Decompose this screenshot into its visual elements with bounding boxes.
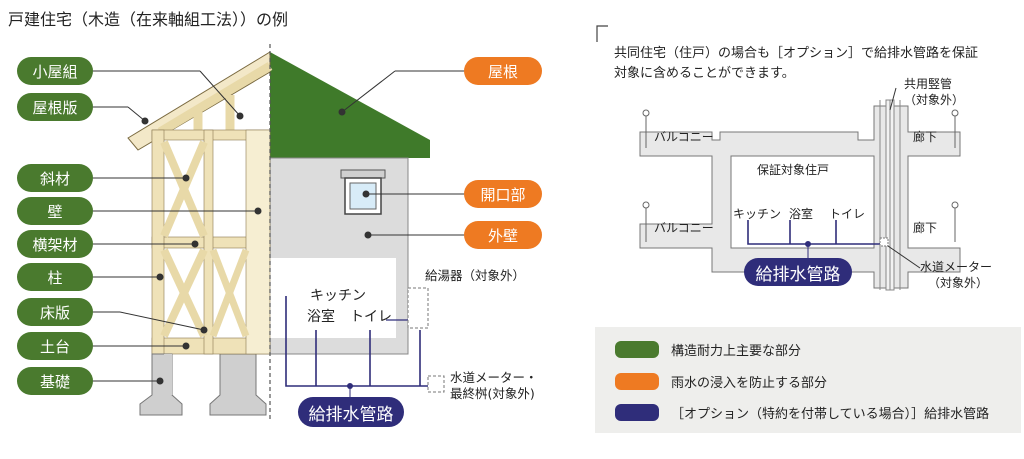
plan-kitchen: キッチン: [733, 207, 782, 221]
room-kitchen: キッチン: [310, 288, 366, 304]
legend: 構造耐力上主要な部分 雨水の浸入を防止する部分 ［オプション（特約を付帯している…: [595, 327, 1021, 433]
label-exterior-wall: 外壁: [464, 221, 542, 249]
label-brace: 斜材: [17, 164, 93, 192]
label-roof-panel: 屋根版: [17, 93, 93, 121]
unit-label: 保証対象住戸: [757, 163, 830, 177]
corridor-top: 廊下: [913, 130, 938, 144]
footing-right: [209, 353, 267, 416]
label-sill: 土台: [17, 332, 93, 360]
legend-swatch-navy: [615, 404, 659, 421]
pipe-label-house: 給排水管路: [298, 397, 404, 427]
label-wall: 壁: [17, 197, 93, 225]
label-foundation: 基礎: [17, 367, 93, 395]
green-roof: [270, 52, 430, 158]
right-leader-lines: [338, 70, 466, 239]
legend-item-structural: 構造耐力上主要な部分: [615, 340, 801, 359]
legend-swatch-green: [615, 341, 659, 358]
label-beam: 横架材: [17, 230, 93, 258]
legend-text-structural: 構造耐力上主要な部分: [671, 344, 802, 359]
legend-item-pipe: ［オプション（特約を付帯している場合）］給排水管路: [615, 403, 989, 422]
meter2-line2: （対象外）: [928, 276, 989, 290]
apartment-plan: [596, 25, 961, 291]
plan-bath: 浴室: [789, 207, 814, 221]
legend-swatch-orange: [615, 373, 659, 390]
room-toilet: トイレ: [350, 309, 392, 325]
corridor-bottom: 廊下: [913, 221, 938, 235]
house-finished-half: [209, 52, 430, 416]
interior-cutaway: [270, 258, 396, 338]
meter-note-line2: 最終桝(対象外): [450, 386, 535, 401]
right-title-line2: 対象に含めることができます。: [614, 66, 795, 81]
right-title-line1: 共同住宅（住戸）の場合も［オプション］で給排水管路を保証: [614, 46, 979, 61]
meter2-line1: 水道メーター: [920, 260, 993, 274]
shared-pipe-line2: （対象外）: [904, 93, 965, 107]
room-bath: 浴室: [307, 309, 335, 325]
left-leader-lines: [93, 70, 262, 385]
water-heater-note: 給湯器（対象外）: [425, 268, 526, 283]
house-piping: [285, 287, 445, 398]
balcony-top: バルコニー: [654, 130, 714, 144]
wall-panel: [245, 129, 271, 355]
label-opening: 開口部: [464, 180, 542, 208]
legend-item-rain: 雨水の浸入を防止する部分: [615, 372, 827, 391]
legend-text-pipe: ［オプション（特約を付帯している場合）］給排水管路: [671, 407, 990, 422]
label-floor-panel: 床版: [17, 298, 93, 326]
label-roof: 屋根: [464, 57, 542, 85]
plan-toilet: トイレ: [829, 207, 866, 221]
legend-text-rain: 雨水の浸入を防止する部分: [671, 376, 828, 391]
window-glass: [349, 182, 377, 210]
balcony-bottom: バルコニー: [654, 221, 714, 235]
pipe-label-plan: 給排水管路: [744, 258, 852, 286]
post-middle: [203, 129, 214, 355]
page-title: 戸建住宅（木造（在来軸組工法））の例: [8, 10, 289, 29]
label-post: 柱: [17, 263, 93, 291]
footing-left: [139, 353, 183, 416]
label-roof-truss: 小屋組: [17, 57, 93, 85]
meter-note-line1: 水道メーター・: [450, 370, 538, 385]
house-frame-half: [127, 51, 273, 416]
shared-pipe-line1: 共用竪管: [904, 77, 953, 91]
window-head: [340, 169, 386, 179]
unit-interior: [730, 155, 875, 249]
